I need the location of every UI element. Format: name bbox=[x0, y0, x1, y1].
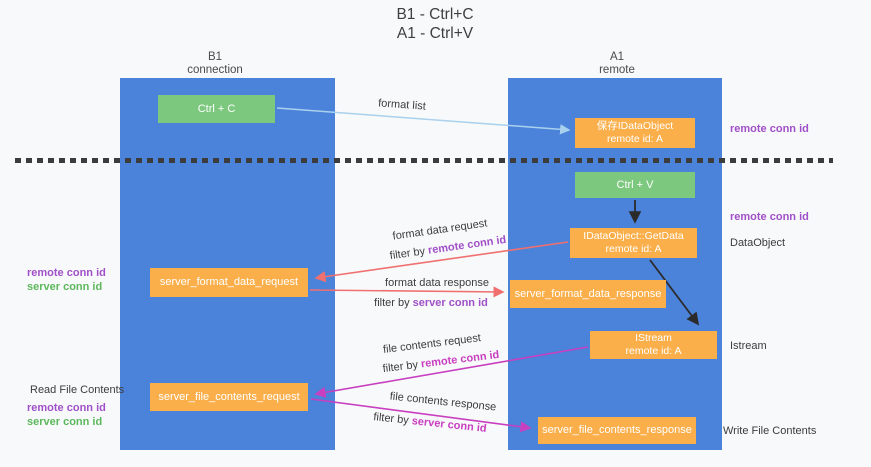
dataobject-label: DataObject bbox=[730, 237, 786, 249]
read-file-contents-label: Read File Contents bbox=[30, 384, 125, 396]
remote-conn-id-inline-file: remote conn id bbox=[420, 348, 500, 371]
ctrl-c-label: Ctrl + C bbox=[197, 102, 236, 115]
right-lane-name: A1 bbox=[609, 51, 625, 63]
server-file-contents-response-box: server_file_contents_response bbox=[538, 417, 696, 444]
file-conn-id-pair: remote conn id server conn id bbox=[27, 401, 106, 429]
left-lane-name: B1 bbox=[207, 51, 223, 63]
remote-conn-id-label-file: remote conn id bbox=[27, 402, 106, 414]
filter-by-server-conn-id-file: filter by server conn id bbox=[373, 411, 487, 435]
server-file-contents-response-label: server_file_contents_response bbox=[542, 424, 692, 436]
server-format-data-response-label: server_format_data_response bbox=[514, 287, 662, 300]
format-list-label: format list bbox=[377, 97, 427, 113]
format-data-response-label: format data response bbox=[385, 277, 489, 289]
filter-by-text: filter by bbox=[372, 411, 413, 428]
server-format-data-request-label: server_format_data_request bbox=[159, 276, 299, 288]
session-separator-dashed-line bbox=[15, 158, 833, 163]
server-conn-id-inline-file: server conn id bbox=[411, 415, 488, 435]
istream-side-label: Istream bbox=[730, 340, 767, 352]
server-conn-id-label-file: server conn id bbox=[27, 416, 103, 428]
server-format-data-response-box: server_format_data_response bbox=[510, 280, 666, 308]
filter-by-text: filter by bbox=[389, 244, 429, 263]
title-line-2: A1 - Ctrl+V bbox=[396, 25, 474, 42]
format-data-response-arrow bbox=[309, 286, 505, 298]
file-contents-response-label: file contents response bbox=[389, 390, 497, 414]
right-lane-header: A1 remote bbox=[557, 51, 677, 76]
left-lane-role: connection bbox=[187, 63, 243, 76]
title-line-1: B1 - Ctrl+C bbox=[396, 6, 474, 23]
filter-by-text: filter by bbox=[374, 297, 413, 309]
format-conn-id-pair: remote conn id server conn id bbox=[27, 266, 106, 294]
istream-box: IStream remote id: A bbox=[590, 331, 717, 359]
server-format-data-request-box: server_format_data_request bbox=[150, 268, 308, 297]
server-conn-id-inline-format: server conn id bbox=[412, 297, 488, 309]
save-dataobject-box: 保存IDataObject remote id: A bbox=[575, 118, 695, 148]
write-file-contents-label: Write File Contents bbox=[723, 425, 817, 437]
remote-conn-id-label-ctrlv: remote conn id bbox=[730, 211, 809, 223]
right-lane-role: remote bbox=[599, 63, 635, 76]
istream-line1: IStream bbox=[635, 332, 672, 344]
remote-conn-id-inline-format: remote conn id bbox=[427, 233, 507, 257]
remote-conn-id-label-top: remote conn id bbox=[730, 123, 809, 135]
filter-by-text: filter by bbox=[382, 358, 422, 376]
remote-conn-id-label-format: remote conn id bbox=[27, 267, 106, 279]
ctrl-v-box: Ctrl + V bbox=[575, 172, 695, 198]
ctrl-c-box: Ctrl + C bbox=[158, 95, 275, 123]
idataobject-getdata-box: IDataObject::GetData remote id: A bbox=[570, 228, 697, 258]
filter-by-server-conn-id-format: filter by server conn id bbox=[374, 297, 488, 309]
left-lane-header: B1 connection bbox=[155, 51, 275, 76]
getdata-line1: IDataObject::GetData bbox=[583, 230, 684, 242]
getdata-line2: remote id: A bbox=[605, 243, 662, 255]
save-dataobject-line2: remote id: A bbox=[606, 133, 664, 145]
server-conn-id-label-format: server conn id bbox=[27, 281, 103, 293]
save-dataobject-line1: 保存IDataObject bbox=[596, 120, 674, 132]
ctrl-v-label: Ctrl + V bbox=[616, 178, 654, 191]
istream-line2: remote id: A bbox=[625, 345, 682, 357]
server-file-contents-request-label: server_file_contents_request bbox=[158, 390, 300, 403]
server-file-contents-request-box: server_file_contents_request bbox=[150, 383, 308, 411]
diagram-title: B1 - Ctrl+C A1 - Ctrl+V bbox=[285, 5, 585, 43]
